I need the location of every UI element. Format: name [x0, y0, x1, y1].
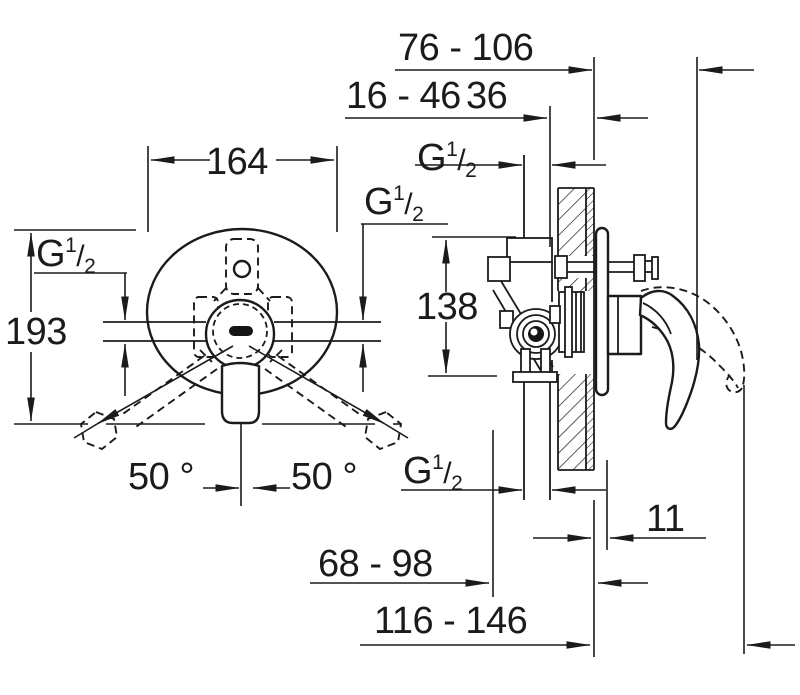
dim-angle-right-label: 50 ° [291, 456, 357, 498]
lever-hub-side [606, 294, 643, 356]
cartridge-sleeve [549, 286, 585, 358]
dim-body-height-label: 138 [416, 286, 478, 328]
dim-plate-width-label: 164 [206, 141, 268, 183]
screw-hole [232, 259, 252, 279]
extension-lines [14, 57, 745, 657]
front-view [79, 227, 403, 451]
dim-angle-left-label: 50 ° [128, 456, 194, 498]
lever-logo-bar [229, 326, 253, 336]
side-view [487, 155, 746, 500]
lever-grip [220, 361, 261, 425]
dimensions: 76 - 106 16 - 46 36 G1/2 G1/2 G1/2 G1/2 … [5, 27, 795, 657]
dim-height-label: 193 [5, 311, 67, 353]
dim-depth-max-label: 116 - 146 [374, 600, 527, 642]
dim-plate-offset-label: 11 [646, 498, 684, 540]
shower-outlet-pipe [523, 155, 551, 500]
thread-label-middle: G1/2 [364, 181, 423, 226]
mounting-template [213, 238, 271, 302]
dim-depth-total-label: 76 - 106 [398, 27, 533, 69]
escutcheon-side [594, 226, 610, 397]
diverter-rod [554, 254, 659, 282]
dim-wall-label: 36 [466, 75, 507, 117]
lever-dashed-position [640, 286, 746, 394]
wall-section [557, 187, 595, 471]
lever-side [638, 289, 701, 431]
rough-in-valve-body [487, 237, 563, 383]
dim-depth-min-label: 68 - 98 [318, 543, 433, 585]
thread-label-bottom: G1/2 [403, 450, 462, 495]
dim-depth-rough-label: 16 - 46 [346, 75, 461, 117]
thread-label-left: G1/2 [36, 233, 95, 278]
cartridge-cap-dashed [212, 303, 268, 359]
thread-label-top: G1/2 [417, 137, 476, 182]
